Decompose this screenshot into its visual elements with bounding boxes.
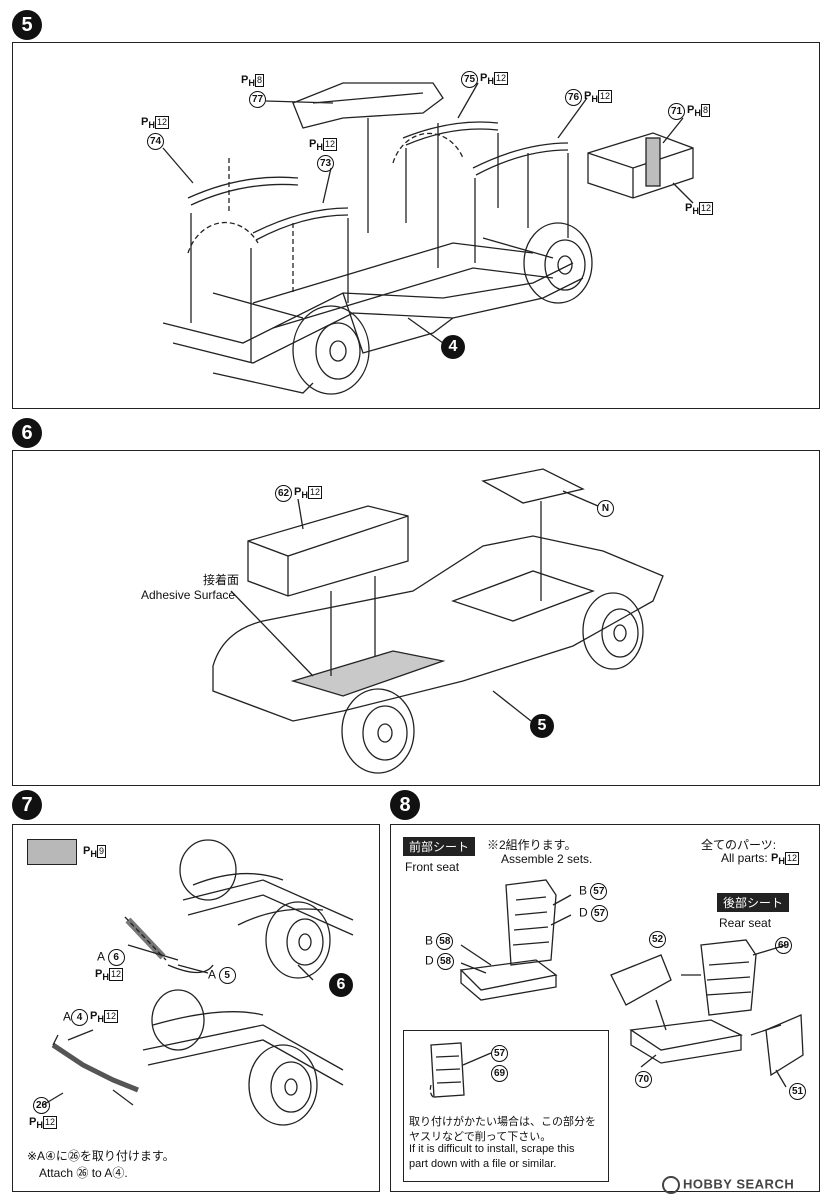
tip-box bbox=[403, 1030, 609, 1182]
part-69-label: 69 bbox=[775, 937, 794, 954]
part-b58-label: B 58 bbox=[425, 933, 455, 950]
part-a6-label: A 6 bbox=[97, 949, 127, 966]
part-51-label: 51 bbox=[789, 1083, 808, 1100]
step-7-drawing bbox=[42, 839, 354, 1126]
step-8-seats-drawing bbox=[429, 879, 804, 1098]
sheet-n-label: N bbox=[597, 500, 616, 517]
tip-text-jp-2: ヤスリなどで削って下さい。 bbox=[409, 1131, 552, 1143]
step-6-number: 6 bbox=[12, 418, 42, 448]
adhesive-label-en: Adhesive Surface bbox=[141, 588, 236, 602]
front-seat-label: Front seat bbox=[405, 860, 460, 874]
chassis-ref-6: 6 bbox=[329, 973, 353, 997]
part-73-label: 73 bbox=[317, 155, 336, 172]
front-seat-tag: 前部シート bbox=[403, 837, 476, 856]
step-5-number: 5 bbox=[12, 10, 42, 40]
chassis-ref-4: 4 bbox=[441, 335, 465, 359]
assemble-note-en: Assemble 2 sets. bbox=[501, 852, 593, 866]
part-d57-label: D 57 bbox=[579, 905, 610, 922]
part-77-label: 77 bbox=[249, 91, 268, 108]
all-parts-jp: 全てのパーツ: bbox=[701, 838, 777, 852]
paint-legend-swatch bbox=[27, 839, 77, 865]
step-8-panel: 前部シート Front seat ※2組作ります。 Assemble 2 set… bbox=[390, 824, 820, 1192]
step-7-note-jp: ※A④に㉖を取り付けます。 bbox=[27, 1149, 175, 1163]
rear-seat-tag: 後部シート bbox=[717, 893, 790, 912]
part-26-label: 26 bbox=[33, 1097, 52, 1114]
watermark-logo-icon bbox=[662, 1176, 680, 1194]
chassis-ref-5: 5 bbox=[530, 714, 554, 738]
rear-seat-label: Rear seat bbox=[719, 916, 772, 930]
tip-part-57: 57 bbox=[491, 1045, 510, 1062]
part-70-label: 70 bbox=[635, 1071, 654, 1088]
step-8-number: 8 bbox=[390, 790, 420, 820]
step-6-chassis-drawing bbox=[212, 468, 664, 774]
tip-text-en-1: If it is difficult to install, scrape th… bbox=[409, 1143, 575, 1155]
adhesive-label-jp: 接着面 bbox=[203, 573, 240, 587]
tip-text-jp-1: 取り付けがかたい場合は、この部分を bbox=[409, 1116, 596, 1128]
part-a5-label: A 5 bbox=[208, 967, 238, 984]
hobby-search-watermark: HOBBY SEARCH bbox=[662, 1176, 794, 1194]
tip-text-en-2: part down with a file or similar. bbox=[409, 1158, 557, 1170]
assemble-note-jp: ※2組作ります。 bbox=[487, 838, 577, 852]
step-7-note-en: Attach ㉖ to A④. bbox=[39, 1166, 128, 1180]
tip-part-69: 69 bbox=[491, 1065, 510, 1082]
step-7-number: 7 bbox=[12, 790, 42, 820]
part-b57-label: B 57 bbox=[579, 883, 609, 900]
part-52-label: 52 bbox=[649, 931, 668, 948]
step-5-chassis-drawing bbox=[162, 82, 694, 395]
part-74-label: 74 bbox=[147, 133, 166, 150]
part-d58-label: D 58 bbox=[425, 953, 456, 970]
